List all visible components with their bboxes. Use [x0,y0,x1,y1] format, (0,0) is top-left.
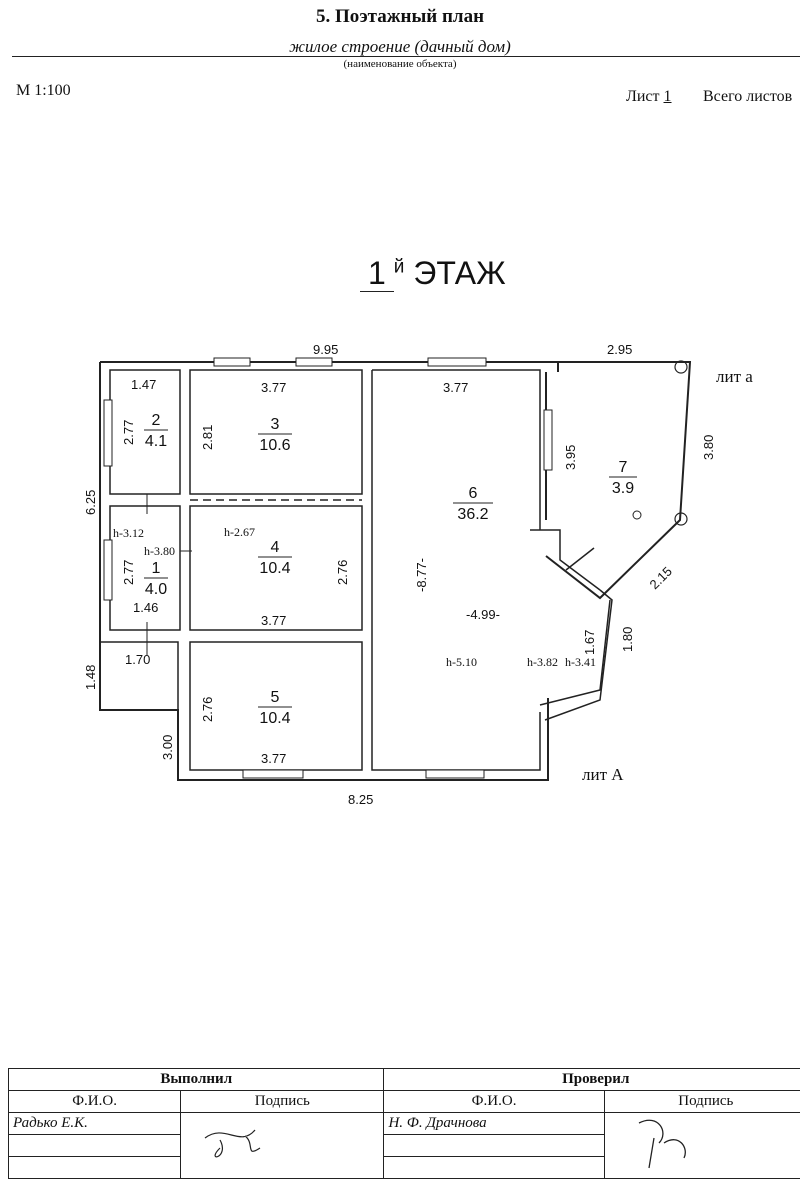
letter-main: лит А [582,765,624,784]
room2-width: 1.47 [131,377,156,392]
height-bay-a: h-3.82 [527,655,558,669]
room4-number: 4 [271,539,280,556]
room2-length: 2.77 [121,420,136,445]
signature-mark [638,1119,686,1169]
signature-mark [204,1129,261,1158]
done-by-header: Выполнил [7,1068,385,1091]
window [242,769,304,779]
room3-area: 10.6 [259,437,290,454]
room5-width: 3.77 [261,751,286,766]
checked-by-fio-label: Ф.И.О. [383,1090,605,1113]
room2-number: 2 [152,412,161,429]
dimension-labels: 9.95 8.25 6.25 2.95 3.80 2.15 1.80 1.67 … [83,342,716,807]
checked-by-blank-2 [383,1156,605,1179]
room4-area: 10.4 [259,560,290,577]
height-room1: h-3.12 [113,526,144,540]
room3-width: 3.77 [261,380,286,395]
annex-column-top [674,360,688,374]
done-by-blank-2 [7,1156,182,1179]
window [425,769,485,779]
annex-walls [545,361,692,600]
height-corridor: h-3.80 [144,544,175,558]
room1-area: 4.0 [145,581,167,598]
dim-porch-top: 1.70 [125,652,150,667]
window [213,357,251,367]
window [295,357,333,367]
document-title: 5. Поэтажный план [315,6,485,27]
floor-number: 1 [360,255,394,292]
window [427,357,487,367]
room6-width: 3.77 [443,380,468,395]
dim-overall-left: 6.25 [83,490,98,515]
object-caption: (наименование объекта) [343,58,457,70]
room6-extra: -4.99- [466,607,500,622]
floor-plan: 9.95 8.25 6.25 2.95 3.80 2.15 1.80 1.67 … [83,342,753,807]
room5-length: 2.76 [200,697,215,722]
floor-suffix: й [393,256,405,278]
dim-room5-left: 3.00 [160,735,175,760]
dim-overall-top: 9.95 [313,342,338,357]
room5-area: 10.4 [259,710,290,727]
dim-annex-right: 3.80 [701,435,716,460]
height-room4: h-2.67 [224,525,255,539]
done-by-name: Радько Е.К. [7,1112,182,1135]
dim-bay-outer: 1.80 [620,627,635,652]
dim-annex-top: 2.95 [607,342,632,357]
room4-width: 3.77 [261,613,286,628]
sheet-label: Лист 1 [626,88,672,106]
checked-by-signature [603,1112,800,1179]
windows [103,357,553,779]
room7-length: 3.95 [563,445,578,470]
checked-by-blank [383,1134,605,1157]
object-name: жилое строение (дачный дом) [289,37,511,56]
outer-walls [99,361,559,781]
room1-length: 2.77 [121,560,136,585]
window [103,399,113,467]
annex-column-small [632,510,642,520]
done-by-fio-label: Ф.И.О. [7,1090,182,1113]
annex-door [565,547,595,571]
room5-number: 5 [271,689,280,706]
room6-area: 36.2 [457,506,488,523]
height-bay-b: h-3.41 [565,655,596,669]
room3-number: 3 [271,416,280,433]
dim-annex-diagonal: 2.15 [647,564,676,593]
window [103,539,113,601]
room6-number: 6 [469,485,478,502]
scale-label: М 1:100 [16,82,71,99]
sheet-word: Лист [626,88,660,105]
checked-by-sign-label: Подпись [603,1090,800,1113]
done-by-blank [7,1134,182,1157]
header-rule [12,56,800,57]
room1-width: 1.46 [133,600,158,615]
height-labels: h-3.12 h-3.80 h-2.67 h-5.10 h-3.82 h-3.4… [113,525,596,669]
window [543,409,553,471]
room6-length: -8.77- [414,558,429,592]
room7-area: 3.9 [612,480,634,497]
room3-length: 2.81 [200,425,215,450]
signature-table: Выполнил Проверил Ф.И.О. Подпись Ф.И.О. … [7,1068,800,1179]
done-by-signature [180,1112,385,1179]
room-labels: 2 4.1 1 4.0 3 10.6 4 10.4 5 10.4 6 36.2 … [144,412,637,727]
floor-label: ЭТАЖ [413,255,506,291]
room1-number: 1 [152,560,161,577]
room7-number: 7 [619,459,628,476]
sheet-number: 1 [663,88,672,105]
checked-by-name: Н. Ф. Драчнова [383,1112,605,1135]
total-sheets-label: Всего листов [703,88,793,105]
height-room6: h-5.10 [446,655,477,669]
letter-annex: лит а [716,367,753,386]
dim-porch-left: 1.48 [83,665,98,690]
interior-walls [100,369,613,771]
checked-by-header: Проверил [383,1068,800,1091]
dim-bay-inner: 1.67 [582,630,597,655]
done-by-sign-label: Подпись [180,1090,385,1113]
annex-column-bottom [674,512,688,526]
room4-length: 2.76 [335,560,350,585]
room2-area: 4.1 [145,433,167,450]
dim-overall-bottom: 8.25 [348,792,373,807]
